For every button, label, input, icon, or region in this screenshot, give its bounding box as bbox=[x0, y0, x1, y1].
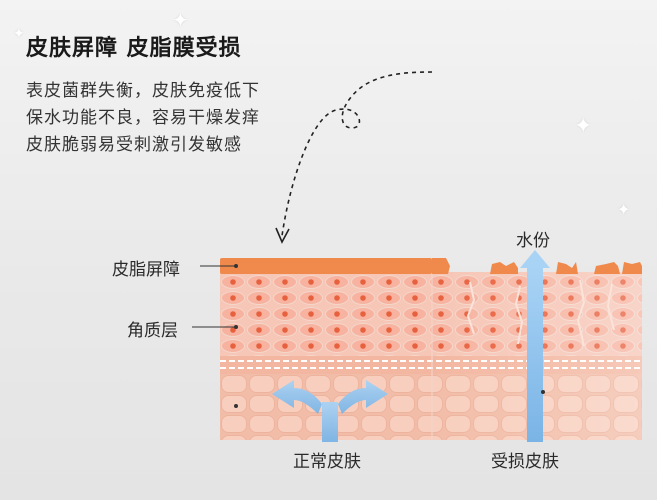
label-normal-skin: 正常皮肤 bbox=[293, 452, 361, 472]
label-sebum-barrier: 皮脂屏障 bbox=[112, 260, 180, 280]
sparkle-icon: ✦ bbox=[574, 114, 593, 139]
description-line-2: 保水功能不良，容易干燥发痒 bbox=[26, 108, 260, 128]
sparkle-icon: ✦ bbox=[617, 200, 631, 219]
sebum-barrier-damaged bbox=[432, 258, 450, 274]
description-line-3: 皮肤脆弱易受刺激引发敏感 bbox=[26, 135, 242, 155]
label-damaged-skin: 受损皮肤 bbox=[491, 452, 559, 472]
description-line-1: 表皮菌群失衡，皮肤免疫低下 bbox=[26, 81, 260, 101]
label-moisture: 水份 bbox=[516, 231, 550, 251]
page-title: 皮肤屏障 皮脂膜受损 bbox=[26, 36, 242, 61]
label-stratum-corneum: 角质层 bbox=[127, 321, 178, 341]
sparkle-icon: ✦ bbox=[13, 26, 25, 42]
split-arrow-icon bbox=[272, 380, 388, 442]
sebum-barrier-intact bbox=[220, 258, 432, 274]
up-arrow-icon bbox=[520, 250, 550, 442]
sparkle-icon: ✦ bbox=[172, 8, 189, 32]
dotted-curve-arrow-icon bbox=[281, 71, 433, 237]
